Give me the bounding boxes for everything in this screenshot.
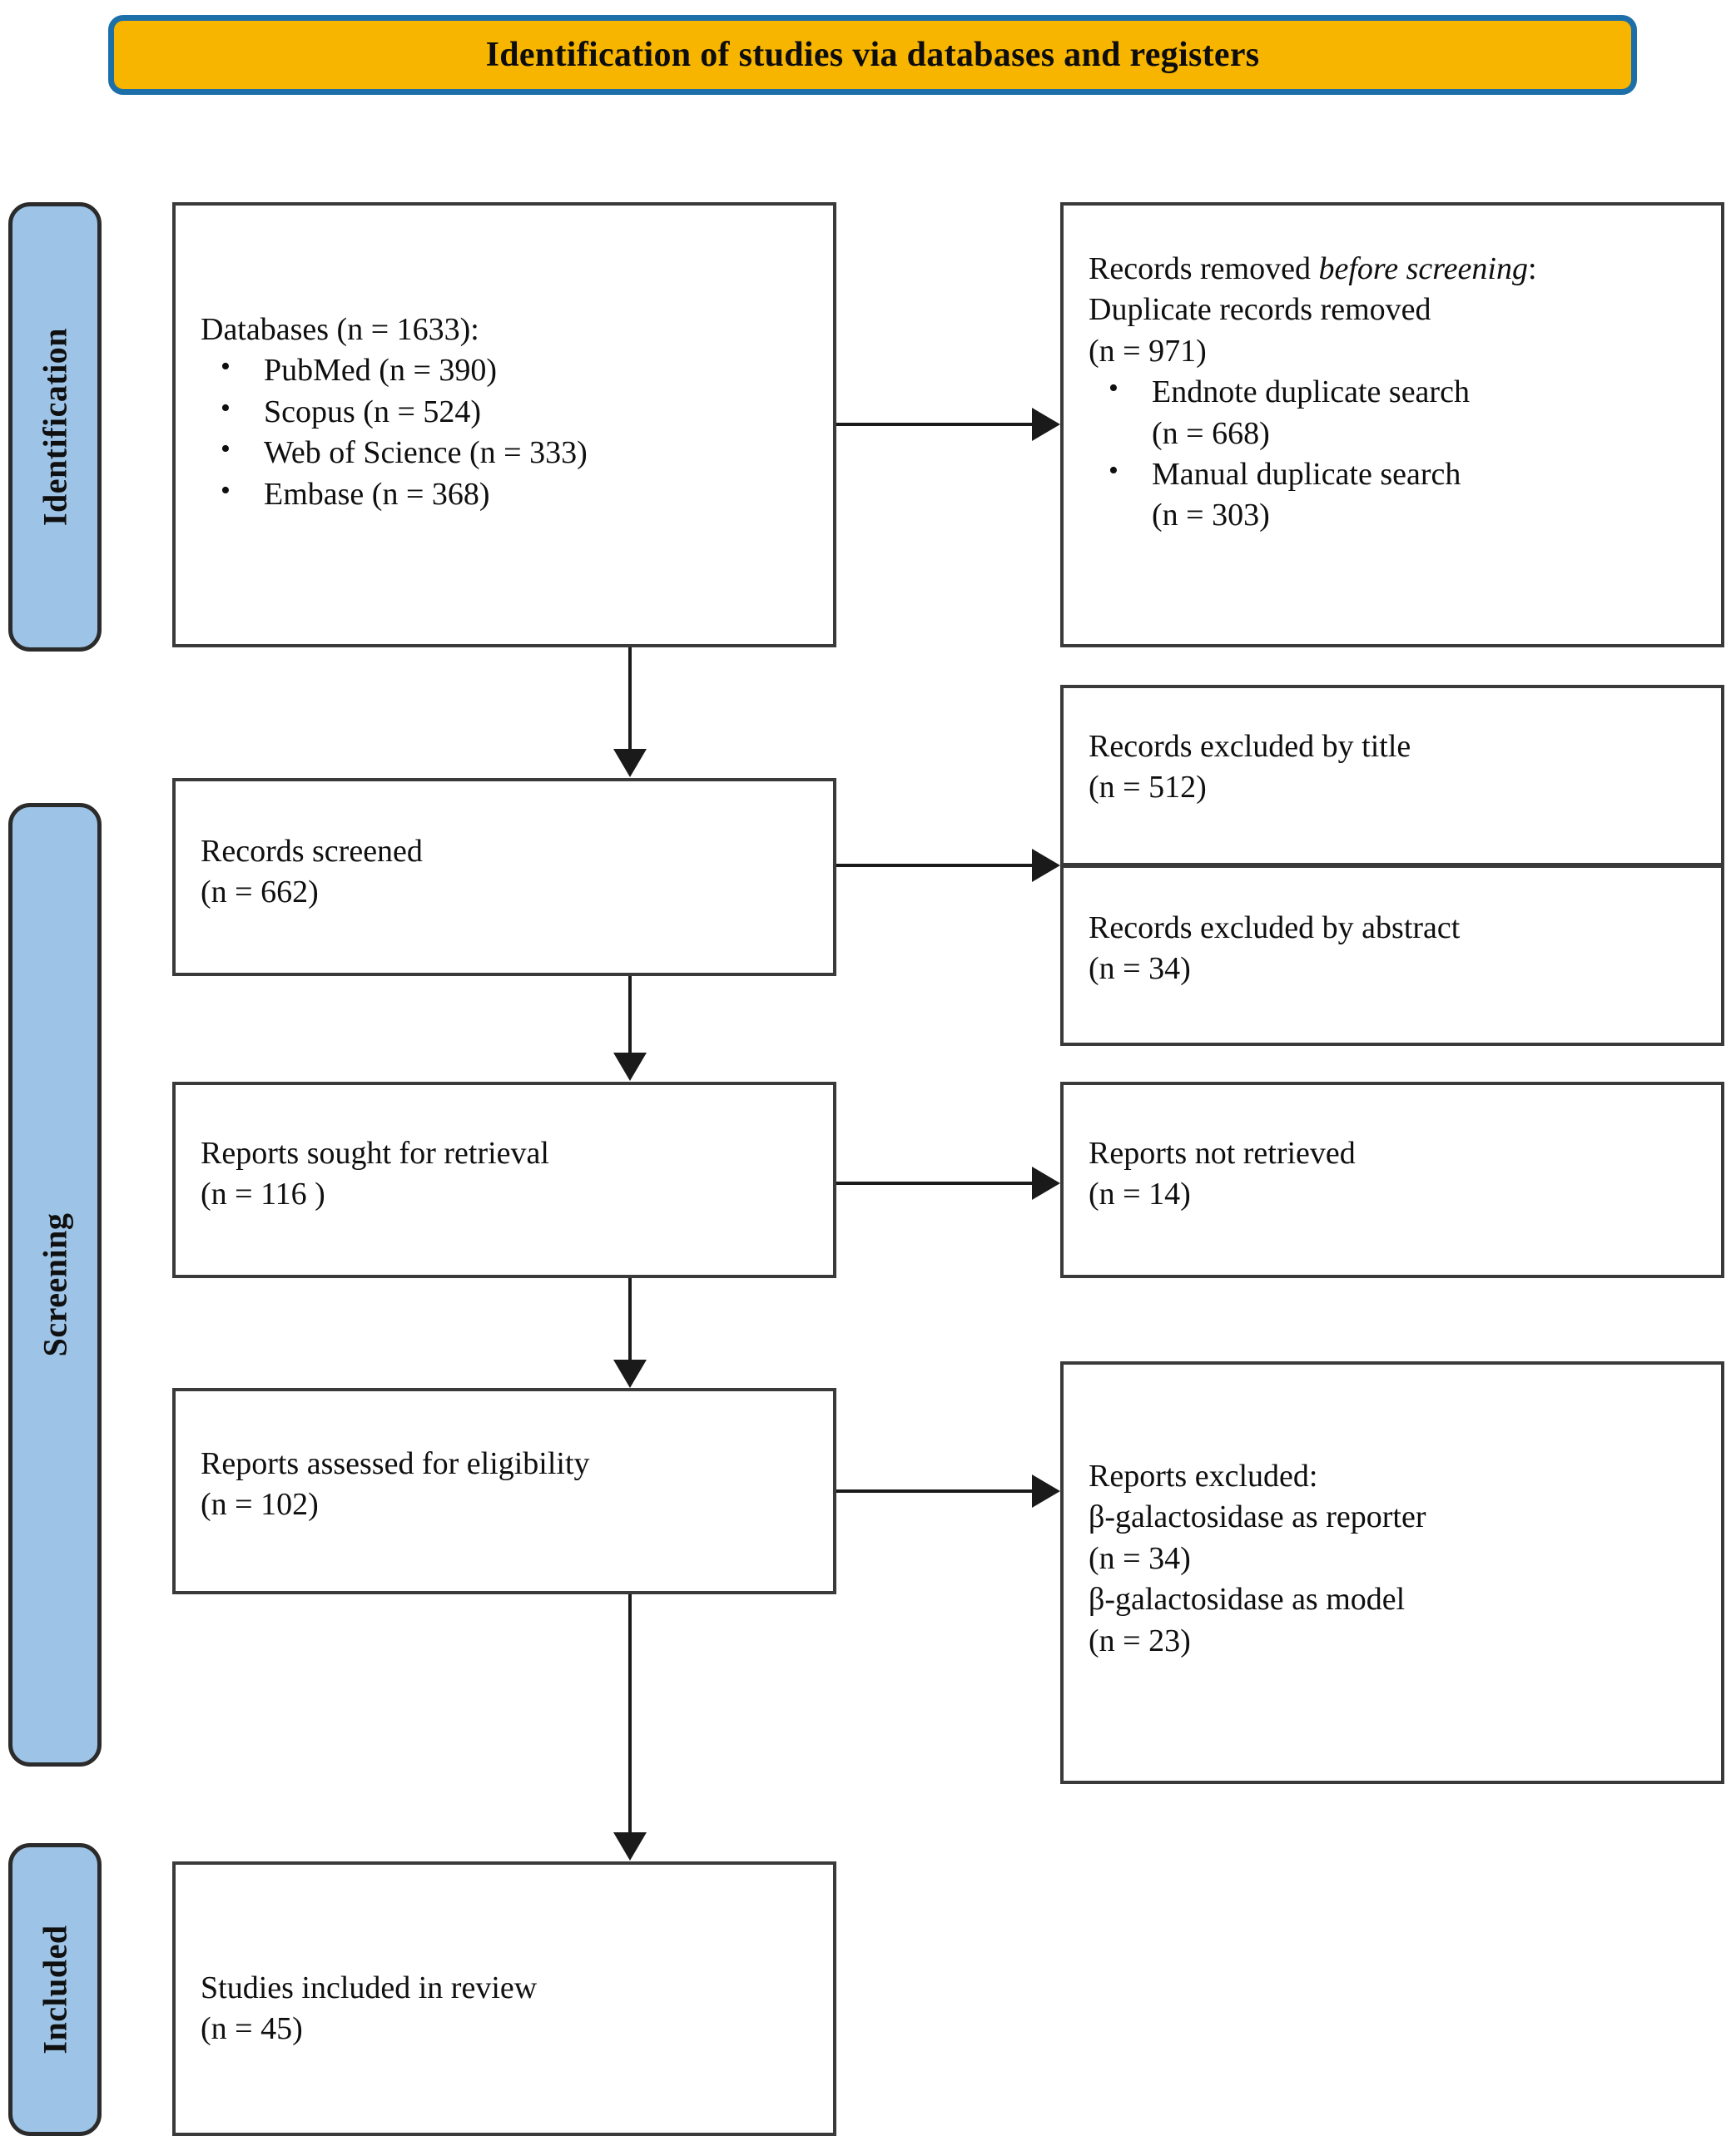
databases-heading: Databases (n = 1633): bbox=[201, 312, 479, 347]
list-item-count: (n = 303) bbox=[1152, 498, 1270, 533]
box-reports-not-retrieved: Reports not retrieved (n = 14) bbox=[1060, 1082, 1724, 1278]
box-records-removed-before-screening: Records removed before screening: Duplic… bbox=[1060, 202, 1724, 647]
diagram-header-banner: Identification of studies via databases … bbox=[108, 15, 1637, 95]
arrow-right-icon bbox=[1032, 1474, 1060, 1508]
reports-excluded-line2: β-galactosidase as reporter bbox=[1089, 1499, 1426, 1535]
box-studies-included-in-review: Studies included in review (n = 45) bbox=[172, 1861, 836, 2136]
connector-assessed-to-included bbox=[628, 1594, 632, 1832]
list-item-text: Manual duplicate search bbox=[1152, 456, 1461, 492]
box-reports-excluded: Reports excluded: β-galactosidase as rep… bbox=[1060, 1361, 1724, 1784]
reports-excluded-line3: (n = 34) bbox=[1089, 1540, 1191, 1576]
list-item: Web of Science (n = 333) bbox=[201, 431, 818, 473]
removed-heading-suffix: : bbox=[1527, 251, 1537, 286]
connector-sought-to-assessed bbox=[628, 1278, 632, 1360]
removed-heading-prefix: Records removed bbox=[1089, 251, 1319, 286]
list-item: Manual duplicate search (n = 303) bbox=[1089, 453, 1706, 537]
excluded-abstract-line2: (n = 34) bbox=[1089, 951, 1191, 987]
box-reports-sought-for-retrieval: Reports sought for retrieval (n = 116 ) bbox=[172, 1082, 836, 1278]
stage-bar-identification: Identification bbox=[8, 202, 102, 652]
arrow-down-icon bbox=[613, 1832, 647, 1861]
list-item: Endnote duplicate search (n = 668) bbox=[1089, 370, 1706, 454]
arrow-down-icon bbox=[613, 1360, 647, 1388]
removed-heading-italic: before screening bbox=[1318, 251, 1528, 286]
stage-label-identification: Identification bbox=[36, 327, 74, 527]
removed-heading: Records removed before screening: bbox=[1089, 249, 1706, 290]
reports-excluded-line4: β-galactosidase as model bbox=[1089, 1582, 1406, 1618]
box-records-excluded-by-abstract: Records excluded by abstract (n = 34) bbox=[1060, 865, 1724, 1046]
arrow-down-icon bbox=[613, 749, 647, 777]
reports-excluded-line5: (n = 23) bbox=[1089, 1623, 1191, 1658]
box-records-excluded-by-title: Records excluded by title (n = 512) bbox=[1060, 685, 1724, 865]
connector-assessed-to-excluded bbox=[836, 1489, 1032, 1493]
reports-assessed-line2: (n = 102) bbox=[201, 1487, 319, 1523]
connector-screened-to-excluded bbox=[836, 864, 1032, 867]
excluded-title-line2: (n = 512) bbox=[1089, 770, 1207, 805]
stage-label-screening: Screening bbox=[36, 1212, 74, 1357]
connector-screened-to-sought bbox=[628, 976, 632, 1053]
connector-databases-to-removed bbox=[836, 423, 1032, 426]
stage-label-included: Included bbox=[36, 1925, 74, 2054]
arrow-right-icon bbox=[1032, 1167, 1060, 1200]
records-screened-line2: (n = 662) bbox=[201, 875, 319, 910]
studies-included-line1: Studies included in review bbox=[201, 1970, 538, 2005]
list-item: Embase (n = 368) bbox=[201, 473, 818, 515]
excluded-title-line1: Records excluded by title bbox=[1089, 729, 1411, 764]
list-item-count: (n = 668) bbox=[1152, 415, 1270, 451]
databases-list: PubMed (n = 390) Scopus (n = 524) Web of… bbox=[201, 349, 818, 515]
connector-databases-to-screened bbox=[628, 647, 632, 749]
excluded-abstract-line1: Records excluded by abstract bbox=[1089, 910, 1461, 945]
box-reports-assessed-for-eligibility: Reports assessed for eligibility (n = 10… bbox=[172, 1388, 836, 1594]
connector-sought-to-not-retrieved bbox=[836, 1182, 1032, 1185]
removed-list: Endnote duplicate search (n = 668) Manua… bbox=[1089, 370, 1706, 537]
arrow-right-icon bbox=[1032, 408, 1060, 441]
reports-excluded-line1: Reports excluded: bbox=[1089, 1459, 1318, 1494]
records-screened-line1: Records screened bbox=[201, 834, 423, 869]
list-item-text: Endnote duplicate search bbox=[1152, 374, 1470, 410]
arrow-down-icon bbox=[613, 1053, 647, 1081]
box-records-screened: Records screened (n = 662) bbox=[172, 778, 836, 976]
reports-not-retrieved-line1: Reports not retrieved bbox=[1089, 1136, 1356, 1171]
list-item: Scopus (n = 524) bbox=[201, 390, 818, 433]
reports-sought-line1: Reports sought for retrieval bbox=[201, 1136, 549, 1171]
reports-not-retrieved-line2: (n = 14) bbox=[1089, 1177, 1191, 1212]
arrow-right-icon bbox=[1032, 849, 1060, 882]
studies-included-line2: (n = 45) bbox=[201, 2011, 303, 2047]
stage-bar-included: Included bbox=[8, 1843, 102, 2136]
reports-sought-line2: (n = 116 ) bbox=[201, 1177, 325, 1212]
removed-line3: (n = 971) bbox=[1089, 333, 1207, 369]
diagram-title: Identification of studies via databases … bbox=[485, 36, 1260, 74]
box-databases: Databases (n = 1633): PubMed (n = 390) S… bbox=[172, 202, 836, 647]
reports-assessed-line1: Reports assessed for eligibility bbox=[201, 1446, 590, 1481]
removed-line2: Duplicate records removed bbox=[1089, 292, 1431, 328]
stage-bar-screening: Screening bbox=[8, 803, 102, 1767]
list-item: PubMed (n = 390) bbox=[201, 349, 818, 391]
